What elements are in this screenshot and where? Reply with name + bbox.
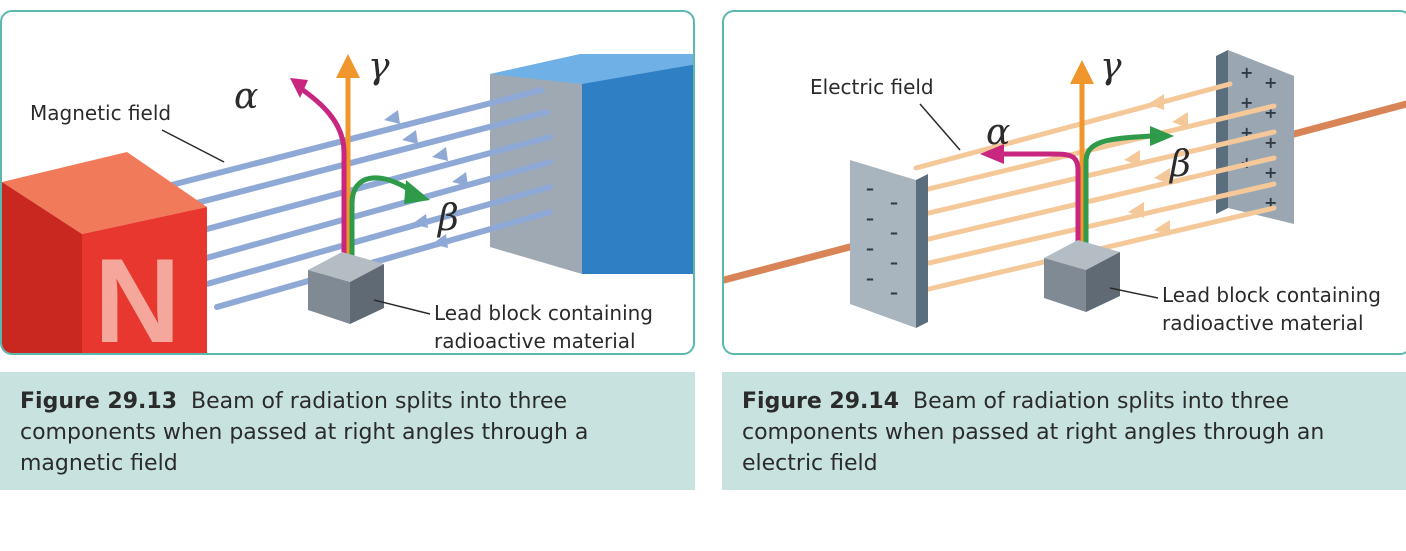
beta-ray-path	[349, 175, 412, 260]
lead-block-label-line1: Lead block containing	[434, 301, 653, 325]
svg-text:–: –	[890, 253, 898, 272]
gamma-label: γ	[368, 46, 390, 87]
svg-text:–: –	[890, 193, 898, 212]
lead-block-label-line1: Lead block containing	[1162, 283, 1381, 307]
lead-block-label-line2: radioactive material	[1162, 311, 1364, 335]
field-line-arrows	[384, 110, 468, 248]
figure-number: Figure 29.14	[742, 389, 899, 414]
beta-arrowhead	[404, 180, 430, 204]
lead-block-label-line2: radioactive material	[434, 329, 636, 353]
svg-text:+: +	[1240, 63, 1253, 82]
svg-text:–: –	[866, 179, 874, 198]
svg-text:–: –	[866, 239, 874, 258]
alpha-arrowhead	[290, 78, 308, 98]
north-magnet: N	[2, 152, 207, 355]
negative-plate-signs: – – – – – – – –	[866, 179, 898, 302]
figure-caption-magnetic: Figure 29.13 Beam of radiation splits in…	[0, 372, 695, 490]
positive-plate-signs: + + + + + + + + +	[1240, 63, 1277, 212]
figure-caption-text: Beam of radiation splits into three comp…	[20, 389, 589, 476]
figure-caption-text: Beam of radiation splits into three comp…	[742, 389, 1325, 476]
svg-text:+: +	[1264, 73, 1277, 92]
alpha-ray-path	[1000, 151, 1081, 250]
beta-label: β	[1168, 144, 1191, 185]
svg-text:+: +	[1264, 133, 1277, 152]
electric-field-lines	[913, 81, 1277, 295]
gamma-label: γ	[1100, 46, 1122, 87]
figure-caption-electric: Figure 29.14 Beam of radiation splits in…	[722, 372, 1406, 490]
beta-label: β	[436, 198, 459, 239]
alpha-label: α	[234, 76, 258, 117]
svg-text:+: +	[1264, 163, 1277, 182]
magnetic-field-label: Magnetic field	[30, 101, 171, 125]
alpha-ray-path	[298, 85, 347, 260]
electric-field-diagram: + + + + + + + + +	[724, 46, 1406, 335]
electric-field-leader	[919, 103, 961, 151]
svg-text:+: +	[1240, 93, 1253, 112]
electric-field-label: Electric field	[810, 75, 934, 99]
svg-text:–: –	[866, 209, 874, 228]
figure-magnetic-field: N Magnetic field α γ β Lead block contai…	[0, 10, 695, 355]
rod-right	[1290, 100, 1406, 138]
beta-arrowhead	[1150, 126, 1174, 146]
beta-ray-path	[1083, 133, 1155, 250]
electric-field-arrows	[1124, 94, 1188, 236]
magnetic-field-diagram: N Magnetic field α γ β Lead block contai…	[2, 46, 693, 355]
svg-text:–: –	[866, 269, 874, 288]
lead-block	[308, 252, 384, 324]
north-magnet-label: N	[94, 234, 181, 355]
alpha-arrowhead	[980, 144, 1004, 164]
magnetic-field-leader	[161, 129, 225, 163]
gamma-arrowhead	[336, 54, 360, 78]
lead-block-leader	[1109, 287, 1159, 299]
lead-block-leader	[373, 299, 431, 315]
svg-text:–: –	[890, 283, 898, 302]
gamma-arrowhead	[1070, 60, 1094, 84]
svg-text:–: –	[890, 223, 898, 242]
figure-electric-field: + + + + + + + + +	[722, 10, 1406, 355]
alpha-label: α	[986, 112, 1010, 153]
lead-block	[1044, 240, 1120, 312]
negative-plate	[850, 160, 928, 328]
south-magnet	[490, 54, 693, 274]
figure-number: Figure 29.13	[20, 389, 177, 414]
